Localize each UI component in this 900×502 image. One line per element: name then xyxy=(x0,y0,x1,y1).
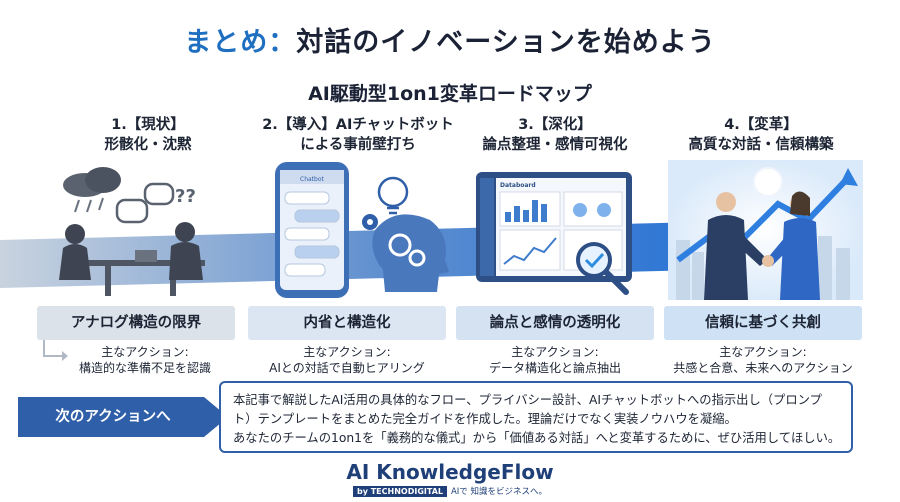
businessman-icon xyxy=(704,192,768,300)
stage-4-action-text: 共感と合意、未来へのアクション xyxy=(673,361,853,375)
brand-by: by TECHNODIGITAL xyxy=(352,486,447,497)
title-text: 対話のイノベーションを始めよう xyxy=(296,27,716,58)
summary-line-2: ト）テンプレートをまとめた完全ガイドを作成した。理論だけでなく実装ノウハウを凝縮… xyxy=(233,412,737,426)
stage-1-title: 形骸化・沈黙 xyxy=(104,137,192,153)
speech-bubble-icon xyxy=(115,182,175,224)
stage-1-action-text: 構造的な準備不足を認識 xyxy=(78,361,211,375)
stage-4-handshake-illustration xyxy=(668,160,863,300)
connector-icon xyxy=(43,340,68,361)
stage-1-meeting-illustration: ?? xyxy=(59,167,205,296)
chatbot-screen-title: Chatbot xyxy=(300,176,325,183)
summary-line-1: 本記事で解説したAI活用の具体的なフロー、プライバシー設計、AIチャットボットへ… xyxy=(233,393,822,407)
stage-2-number: 2.【導入】AIチャットボット xyxy=(262,117,454,133)
stage-3-label: 論点と感情の透明化 xyxy=(456,306,654,340)
stage-2-action-title: 主なアクション: xyxy=(303,345,391,359)
stage-1-action: 主なアクション: 構造的な準備不足を認識 xyxy=(45,344,245,376)
stage-4-action: 主なアクション: 共感と合意、未来へのアクション xyxy=(663,344,863,376)
stage-4-heading: 4.【変革】 高質な対話・信頼構築 xyxy=(656,115,866,155)
svg-text:??: ?? xyxy=(175,186,196,207)
page-title: まとめ：対話のイノベーションを始めよう xyxy=(0,20,900,59)
summary-box: 本記事で解説したAI活用の具体的なフロー、プライバシー設計、AIチャットボットへ… xyxy=(219,381,853,453)
dashboard-title: Databoard xyxy=(500,182,536,189)
stage-1-action-title: 主なアクション: xyxy=(101,345,189,359)
stage-2-action: 主なアクション: AIとの対話で自動ヒアリング xyxy=(247,344,447,376)
brand-tagline: AIで 知識をビジネスへ。 xyxy=(450,487,548,497)
stage-3-action-title: 主なアクション: xyxy=(511,345,599,359)
stage-1-label: アナログ構造の限界 xyxy=(37,306,235,340)
stage-2-action-text: AIとの対話で自動ヒアリング xyxy=(269,361,425,375)
title-highlight: まとめ： xyxy=(184,27,297,58)
stage-3-action-text: データ構造化と論点抽出 xyxy=(488,361,621,375)
stage-4-action-title: 主なアクション: xyxy=(719,345,807,359)
person-left-icon xyxy=(59,224,91,280)
stage-1-heading: 1.【現状】 形骸化・沈黙 xyxy=(43,115,253,155)
magnifier-icon xyxy=(576,242,629,295)
stage-2-chatbot-illustration: Chatbot xyxy=(275,162,449,298)
stage-2-heading: 2.【導入】AIチャットボット による事前壁打ち xyxy=(238,115,478,155)
stage-4-number: 4.【変革】 xyxy=(724,117,798,133)
person-right-icon xyxy=(169,222,203,280)
sun-icon xyxy=(753,167,783,197)
gear-icon xyxy=(362,214,378,230)
stage-4-title: 高質な対話・信頼構築 xyxy=(688,137,834,153)
summary-line-3: あなたのチームの1on1を「義務的な儀式」から「価値ある対話」へと変革するために… xyxy=(233,431,841,445)
next-action-button[interactable]: 次のアクションへ xyxy=(55,409,171,425)
stage-4-label: 信頼に基づく共創 xyxy=(664,306,862,340)
rain-cloud-icon xyxy=(63,167,121,213)
stage-3-title: 論点整理・感情可視化 xyxy=(482,137,628,153)
stage-3-dashboard-illustration: Databoard xyxy=(476,172,632,295)
stage-3-number: 3.【深化】 xyxy=(518,117,592,133)
brand-name: AI KnowledgeFlow xyxy=(346,460,554,484)
stage-2-title: による事前壁打ち xyxy=(300,137,416,153)
stage-1-number: 1.【現状】 xyxy=(111,117,185,133)
lightbulb-icon xyxy=(377,176,409,215)
next-action-arrow-shape xyxy=(18,397,228,437)
stage-2-label: 内省と構造化 xyxy=(248,306,446,340)
roadmap-subtitle: AI駆動型1on1変革ロードマップ xyxy=(308,83,592,105)
handshake-icon xyxy=(762,255,774,267)
stage-3-action: 主なアクション: データ構造化と論点抽出 xyxy=(455,344,655,376)
ai-head-icon xyxy=(372,214,449,292)
stage-3-heading: 3.【深化】 論点整理・感情可視化 xyxy=(450,115,660,155)
businesswoman-icon xyxy=(766,191,820,300)
